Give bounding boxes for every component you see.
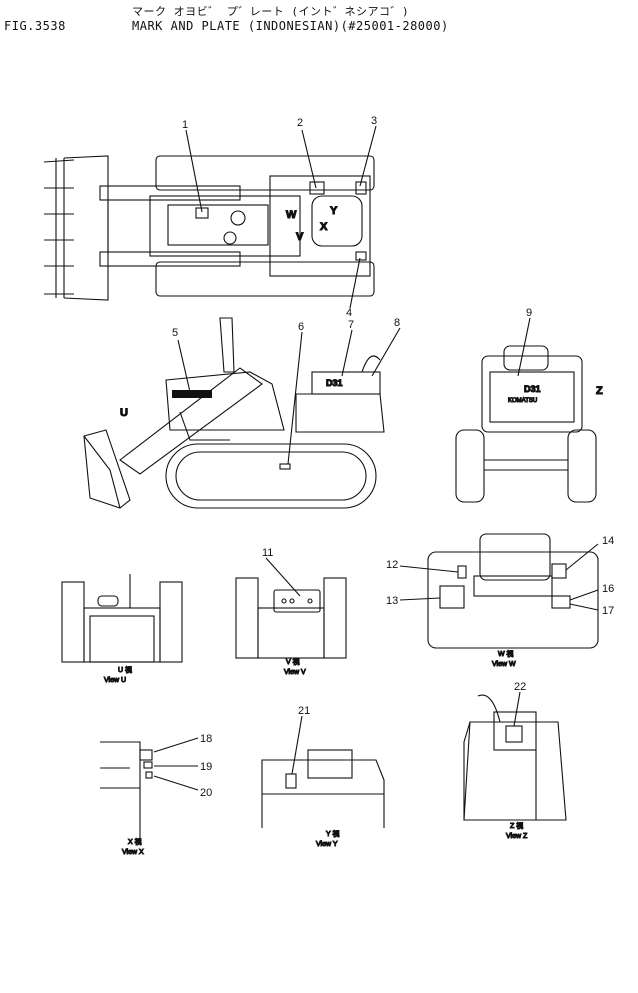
- callout-20: 20: [200, 787, 212, 799]
- callout-19: 19: [200, 761, 212, 773]
- callout-6: 6: [298, 321, 304, 333]
- brand-decal-side: [172, 390, 212, 398]
- d31-decal-side: D31: [326, 378, 343, 388]
- side-view-loader: [83, 317, 385, 509]
- view-u-panel: [61, 574, 183, 663]
- top-view-loader: [43, 155, 375, 301]
- callout-2: 2: [297, 117, 303, 129]
- callout-14: 14: [602, 535, 614, 547]
- view-y-panel: [261, 749, 385, 828]
- callout-12: 12: [386, 559, 398, 571]
- callout-4: 4: [346, 307, 352, 319]
- view-w-label: View W: [492, 661, 516, 668]
- callout-9: 9: [526, 307, 532, 319]
- brand-decal-rear: KOMATSU: [508, 398, 537, 404]
- view-y-label: View Y: [316, 841, 338, 848]
- diagram-title: MARK AND PLATE (INDONESIAN)(#25001-28000…: [132, 19, 449, 33]
- svg-text:X 視: X 視: [128, 837, 142, 846]
- svg-text:Y 視: Y 視: [326, 829, 340, 838]
- view-v-panel: [235, 577, 347, 659]
- callout-3: 3: [371, 115, 377, 127]
- brand-decal-side-text: KOMATSU: [174, 393, 203, 399]
- d31-decal-rear: D31: [524, 384, 541, 394]
- svg-text:Z 視: Z 視: [510, 821, 523, 830]
- callout-8: 8: [394, 317, 400, 329]
- arrow-label-u: U: [120, 407, 128, 419]
- view-w-panel: [427, 533, 599, 649]
- callout-22: 22: [514, 681, 526, 693]
- rear-view-loader: [455, 345, 597, 503]
- callout-7: 7: [348, 319, 354, 331]
- callout-1: 1: [182, 119, 188, 131]
- title-japanese: マーク オヨビ゛ プ゛レート (イント゛ネシアコ゛): [132, 5, 410, 18]
- callout-21: 21: [298, 705, 310, 717]
- svg-text:W 視: W 視: [498, 649, 514, 658]
- view-z-label: View Z: [506, 833, 528, 840]
- callout-11: 11: [262, 547, 273, 559]
- view-x-panel: [100, 741, 153, 838]
- callout-5: 5: [172, 327, 178, 339]
- callout-17: 17: [602, 605, 614, 617]
- callout-16: 16: [602, 583, 614, 595]
- arrow-label-x: X: [320, 221, 328, 233]
- view-x-label: View X: [122, 849, 144, 856]
- view-v-label: View V: [284, 669, 306, 676]
- view-z-panel: [463, 694, 567, 821]
- arrow-label-v: V: [296, 231, 304, 243]
- callout-13: 13: [386, 595, 398, 607]
- svg-text:V 視: V 視: [286, 657, 300, 666]
- arrow-label-y: Y: [330, 205, 338, 217]
- figure-number: FIG.3538: [4, 19, 66, 33]
- view-u-label: View U: [104, 677, 126, 684]
- arrow-label-z: Z: [596, 385, 603, 397]
- arrow-label-w: W: [286, 209, 297, 221]
- callout-18: 18: [200, 733, 212, 745]
- svg-text:U 視: U 視: [118, 665, 132, 674]
